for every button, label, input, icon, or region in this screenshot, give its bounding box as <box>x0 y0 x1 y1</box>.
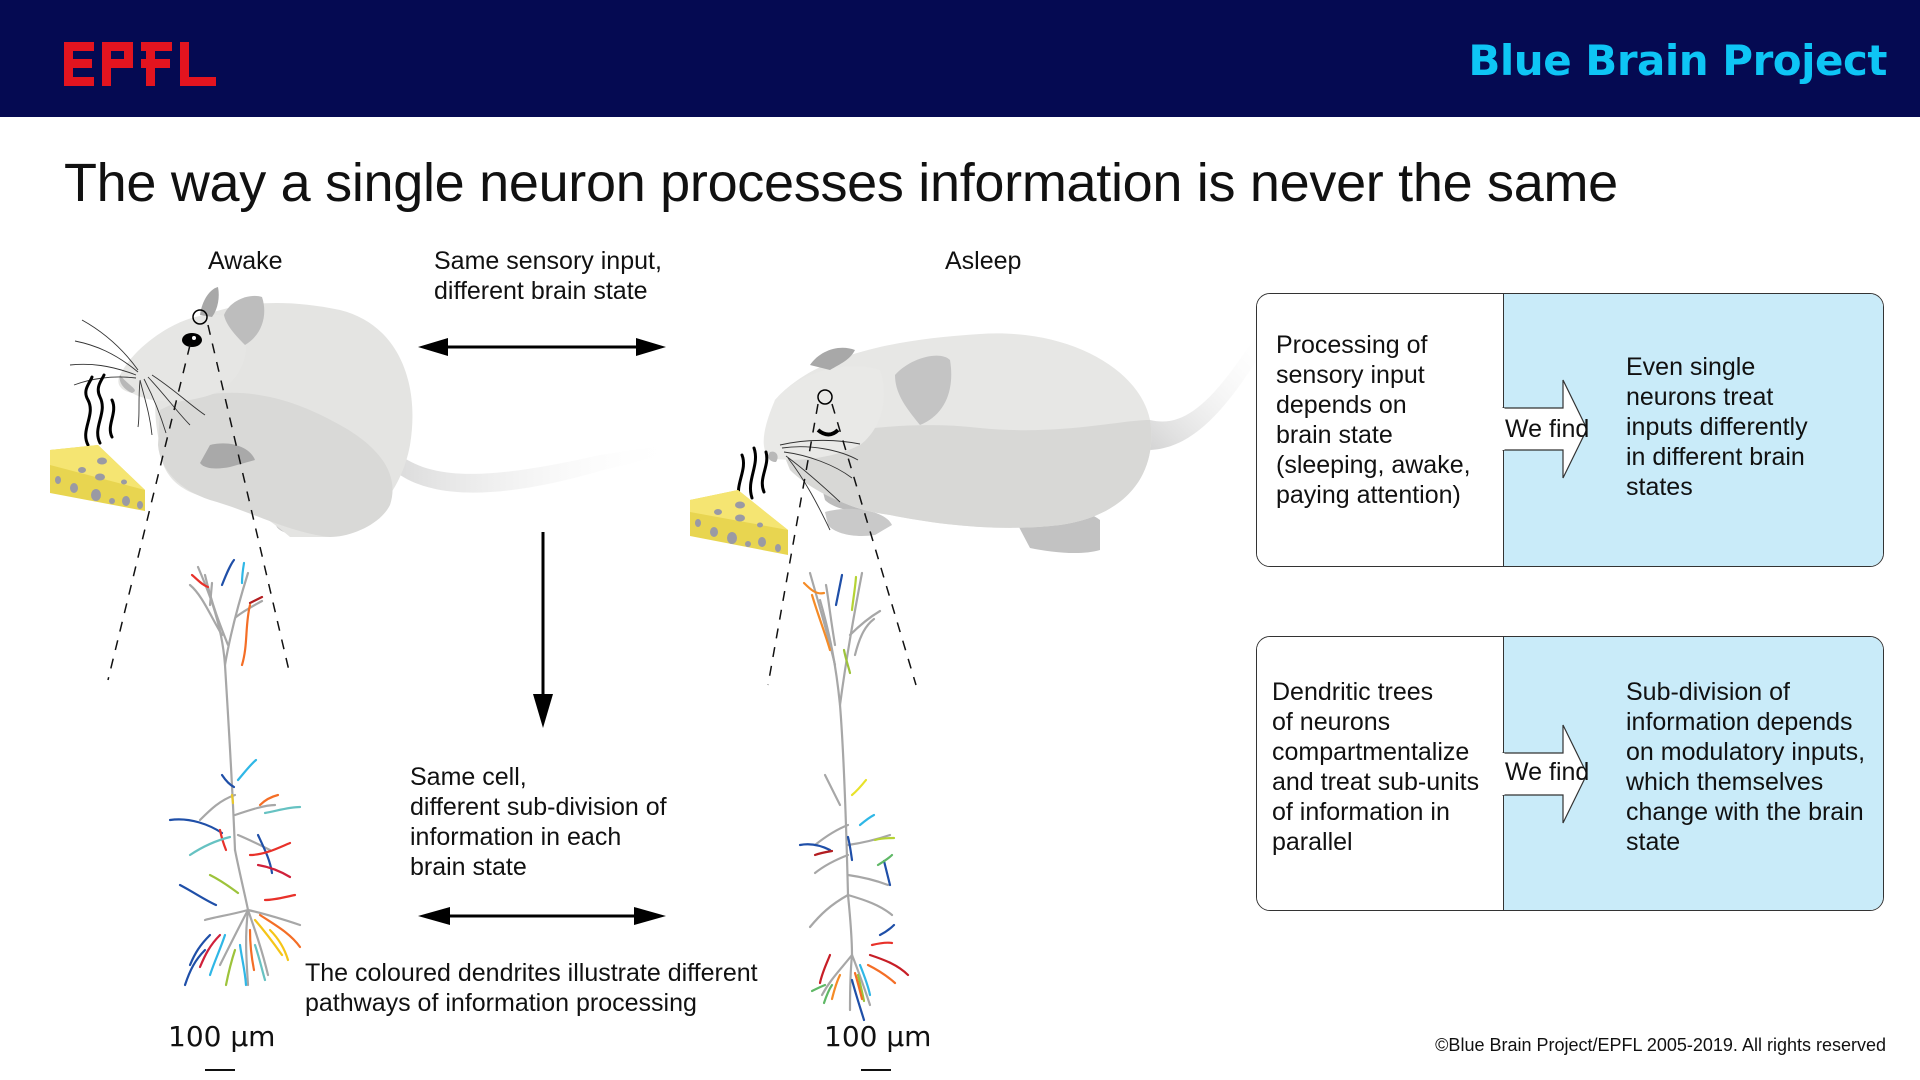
premise-line: Processing of <box>1276 331 1428 359</box>
awake-label: Awake <box>208 247 283 275</box>
dendrites-caption: The coloured dendrites illustrate differ… <box>305 958 758 1018</box>
annotation-line: brain state <box>410 853 527 881</box>
asleep-label: Asleep <box>945 247 1022 275</box>
finding-line: inputs differently <box>1626 413 1808 441</box>
finding-box-1: Processing of sensory input depends on b… <box>1256 293 1884 567</box>
same-input-annotation: Same sensory input, different brain stat… <box>434 246 662 306</box>
finding-line: state <box>1626 828 1681 856</box>
finding-line: neurons treat <box>1626 383 1774 411</box>
scale-label: 100 μm <box>168 1020 276 1053</box>
awake-neuron <box>168 558 302 987</box>
finding-line: states <box>1626 473 1693 501</box>
down-arrow <box>533 532 553 728</box>
copyright-notice: ©Blue Brain Project/EPFL 2005-2019. All … <box>1435 1035 1886 1055</box>
we-find-label: We find <box>1505 758 1590 786</box>
premise-line: and treat sub-units <box>1272 768 1480 796</box>
asleep-mouse-illustration <box>690 330 1270 686</box>
premise-line: sensory input <box>1276 361 1425 389</box>
finding-line: change with the brain <box>1626 798 1864 826</box>
finding-line: information depends <box>1626 708 1853 736</box>
scale-line <box>861 1069 891 1071</box>
caption-line: pathways of information processing <box>305 989 697 1017</box>
epfl-logo <box>64 42 216 86</box>
finding-panel: Even single neurons treat inputs differe… <box>1503 294 1883 566</box>
annotation-line: different sub-division of <box>410 793 667 821</box>
same-cell-annotation: Same cell, different sub-division of inf… <box>410 762 667 882</box>
scale-line <box>205 1069 235 1071</box>
premise-line: brain state <box>1276 421 1393 449</box>
finding-text: Even single neurons treat inputs differe… <box>1626 352 1808 502</box>
double-arrow-bottom <box>418 907 666 925</box>
premise-panel: Processing of sensory input depends on b… <box>1257 294 1503 566</box>
scale-bar-awake: 100 μm <box>168 1020 276 1071</box>
annotation-line: different brain state <box>434 277 648 305</box>
brand-name: Blue Brain Project <box>1468 36 1887 85</box>
double-arrow-top <box>418 338 666 356</box>
finding-line: on modulatory inputs, <box>1626 738 1866 766</box>
page-title: The way a single neuron processes inform… <box>64 153 1618 213</box>
finding-panel: Sub-division of information depends on m… <box>1503 637 1883 910</box>
header-bar: Blue Brain Project <box>0 0 1920 117</box>
finding-line: Sub-division of <box>1626 678 1790 706</box>
caption-line: The coloured dendrites illustrate differ… <box>305 959 758 987</box>
finding-line: Even single <box>1626 353 1756 381</box>
awake-mouse-illustration <box>50 287 680 681</box>
we-find-arrow-icon <box>1501 379 1588 479</box>
annotation-line: Same sensory input, <box>434 247 662 275</box>
annotation-line: information in each <box>410 823 622 851</box>
premise-line: depends on <box>1276 391 1407 419</box>
annotation-line: Same cell, <box>410 763 527 791</box>
finding-line: in different brain <box>1626 443 1805 471</box>
premise-text: Dendritic trees of neurons compartmental… <box>1272 677 1479 857</box>
premise-text: Processing of sensory input depends on b… <box>1276 330 1471 510</box>
premise-line: of information in <box>1272 798 1450 826</box>
we-find-arrow-icon <box>1501 724 1588 824</box>
premise-line: compartmentalize <box>1272 738 1470 766</box>
premise-panel: Dendritic trees of neurons compartmental… <box>1257 637 1503 910</box>
premise-line: of neurons <box>1272 708 1391 736</box>
finding-line: which themselves <box>1626 768 1824 796</box>
premise-line: (sleeping, awake, <box>1276 451 1471 479</box>
we-find-label: We find <box>1505 415 1590 443</box>
scale-label: 100 μm <box>824 1020 932 1053</box>
asleep-neuron <box>798 571 910 1022</box>
premise-line: Dendritic trees <box>1272 678 1434 706</box>
scale-bar-asleep: 100 μm <box>824 1020 932 1071</box>
premise-line: paying attention) <box>1276 481 1461 509</box>
finding-box-2: Dendritic trees of neurons compartmental… <box>1256 636 1884 911</box>
finding-text: Sub-division of information depends on m… <box>1626 677 1865 857</box>
premise-line: parallel <box>1272 828 1353 856</box>
